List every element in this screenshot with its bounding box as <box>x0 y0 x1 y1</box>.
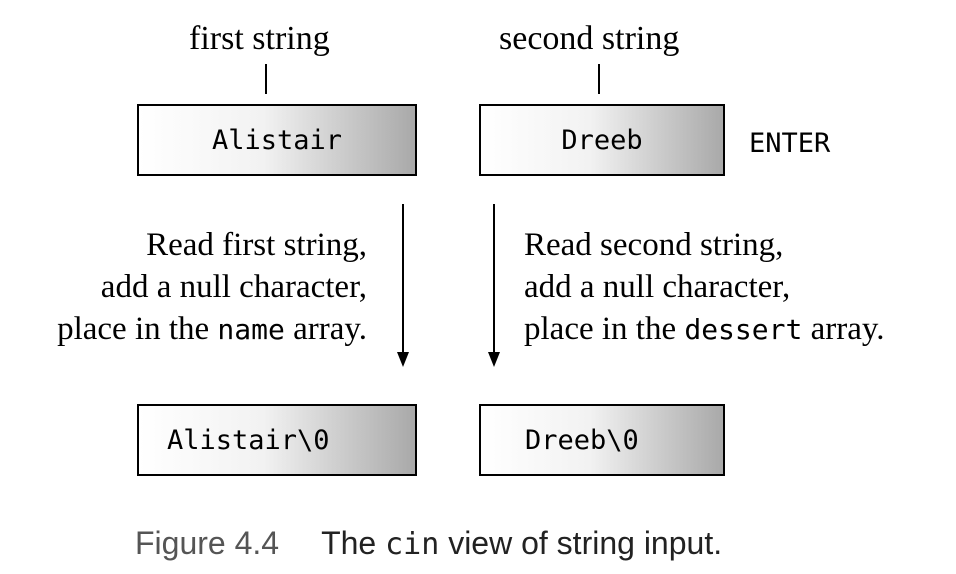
right-desc-line3-post: array. <box>802 311 885 347</box>
name-array-code: name <box>217 313 285 346</box>
second-string-label: second string <box>499 20 680 57</box>
left-desc-line3: place in the name array. <box>57 308 367 351</box>
first-output-box: Alistair\0 <box>137 404 417 476</box>
left-desc-line3-pre: place in the <box>57 311 218 347</box>
left-desc-line3-post: array. <box>284 311 367 347</box>
caption-post: view of string input. <box>439 525 723 561</box>
first-input-box: Alistair <box>137 104 417 176</box>
first-string-label: first string <box>189 20 330 57</box>
right-down-arrow <box>488 204 500 367</box>
dessert-array-code: dessert <box>684 313 803 346</box>
first-output-text: Alistair\0 <box>167 424 330 456</box>
second-label-tick <box>598 64 600 94</box>
figure-caption: Figure 4.4 The cin view of string input. <box>135 527 722 560</box>
figure-number: Figure 4.4 <box>135 525 280 561</box>
caption-pre: The <box>321 525 386 561</box>
cin-code: cin <box>385 527 440 562</box>
second-output-text: Dreeb\0 <box>525 424 639 456</box>
right-desc-line2: add a null character, <box>524 269 791 305</box>
right-description: Read second string, add a null character… <box>524 224 885 351</box>
left-description: Read first string, add a null character,… <box>57 224 367 351</box>
enter-key-label: ENTER <box>749 128 831 159</box>
right-desc-line3-pre: place in the <box>524 311 685 347</box>
second-input-box: Dreeb <box>479 104 725 176</box>
left-down-arrow <box>397 204 409 367</box>
left-desc-line1: Read first string, <box>146 227 367 263</box>
second-input-text: Dreeb <box>561 124 643 156</box>
right-desc-line3: place in the dessert array. <box>524 308 885 351</box>
first-label-tick <box>265 64 267 94</box>
first-input-text: Alistair <box>211 124 343 156</box>
second-output-box: Dreeb\0 <box>479 404 725 476</box>
left-desc-line2: add a null character, <box>100 269 367 305</box>
right-desc-line1: Read second string, <box>524 227 784 263</box>
